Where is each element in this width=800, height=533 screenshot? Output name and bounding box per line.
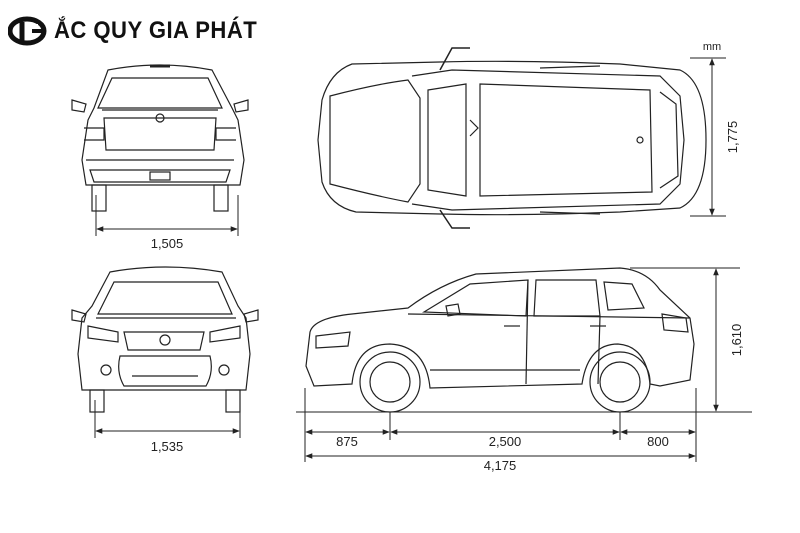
front-overhang-label: 875 — [336, 434, 358, 449]
front-view — [71, 266, 259, 413]
brand-header: ẮC QUY GIA PHÁT — [8, 14, 275, 48]
front-track-dimension — [94, 400, 241, 438]
front-track-label: 1,535 — [151, 439, 184, 454]
overall-width-dimension — [690, 57, 726, 217]
top-view — [317, 47, 707, 229]
unit-label: mm — [703, 41, 721, 53]
brand-name: ẮC QUY GIA PHÁT — [54, 17, 258, 44]
overall-length-label: 4,175 — [484, 458, 517, 473]
side-view — [305, 267, 695, 413]
height-dimension — [630, 267, 740, 413]
rear-track-dimension — [95, 195, 239, 236]
overall-width-label: 1,775 — [725, 121, 740, 154]
rear-overhang-label: 800 — [647, 434, 669, 449]
rear-track-label: 1,505 — [151, 236, 184, 251]
length-dimensions — [304, 388, 697, 462]
overall-height-label: 1,610 — [729, 324, 744, 357]
wheelbase-label: 2,500 — [489, 434, 522, 449]
rear-view — [71, 64, 249, 212]
gp-logo-icon — [8, 16, 47, 46]
